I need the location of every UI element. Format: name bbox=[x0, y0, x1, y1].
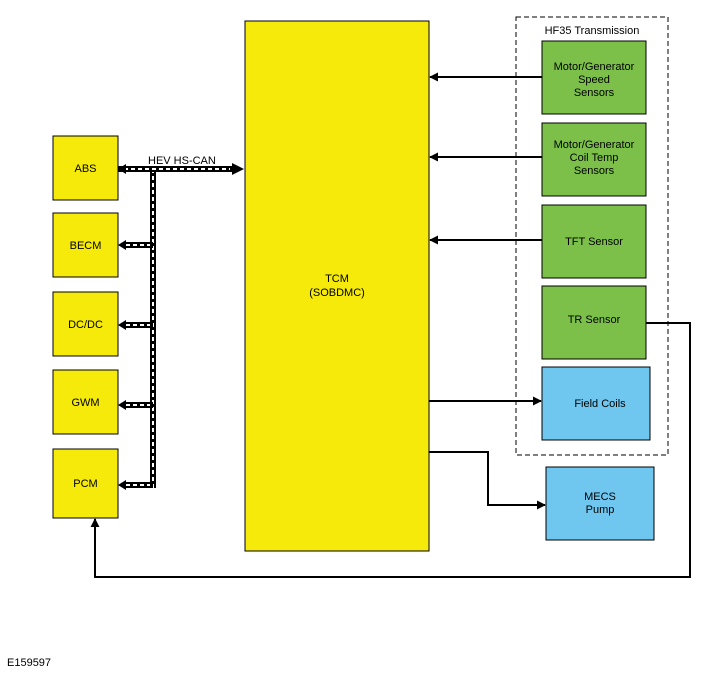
tr-sensor-label: TR Sensor bbox=[568, 314, 621, 326]
becm-module-label: BECM bbox=[70, 240, 102, 252]
can-arrow-to-tcm bbox=[232, 163, 244, 175]
dcdc-module-label: DC/DC bbox=[68, 319, 103, 331]
mecs-pump-label-1: MECS bbox=[584, 491, 616, 503]
tft-sensor-label: TFT Sensor bbox=[565, 236, 623, 248]
tr-sensor-to-pcm bbox=[90, 322, 691, 578]
field-coils-label: Field Coils bbox=[574, 398, 626, 410]
becm-module-box bbox=[52, 212, 119, 278]
coil-temp-sensor-label-1: Motor/Generator bbox=[554, 139, 635, 151]
can-bus-label: HEV HS-CAN bbox=[148, 155, 216, 167]
coil-temp-sensor-label-2: Coil Temp bbox=[570, 152, 619, 164]
figure-id: E159597 bbox=[7, 657, 51, 669]
abs-module-box bbox=[52, 135, 119, 201]
mecs-pump-command bbox=[429, 451, 546, 510]
tr-sensor-box bbox=[541, 285, 647, 360]
transmission-title: HF35 Transmission bbox=[545, 25, 640, 37]
tcm-sublabel: (SOBDMC) bbox=[309, 287, 365, 299]
coil-temp-sensor-label-3: Sensors bbox=[574, 165, 615, 177]
mecs-pump-label-2: Pump bbox=[586, 504, 615, 516]
pcm-module-box bbox=[52, 448, 119, 519]
transmission-enclosure bbox=[515, 16, 669, 456]
field-coils-box bbox=[541, 366, 651, 441]
can-arrow-to-gwm bbox=[118, 400, 126, 410]
mecs-pump-box bbox=[545, 466, 655, 541]
can-arrow-to-pcm bbox=[118, 480, 126, 490]
speed-sensor-label-3: Sensors bbox=[574, 87, 615, 99]
gwm-module-box bbox=[52, 369, 119, 435]
pcm-module-label: PCM bbox=[73, 478, 97, 490]
speed-sensor-box bbox=[541, 40, 647, 115]
abs-module-label: ABS bbox=[74, 163, 96, 175]
speed-sensor-label-1: Motor/Generator bbox=[554, 61, 635, 73]
can-arrow-to-becm bbox=[118, 240, 126, 250]
tcm-label: TCM bbox=[325, 273, 349, 285]
coil-temp-sensor-box bbox=[541, 122, 647, 197]
can-arrow-to-abs bbox=[118, 164, 126, 174]
tft-sensor-box bbox=[541, 204, 647, 279]
can-arrow-to-dcdc bbox=[118, 320, 126, 330]
dcdc-module-box bbox=[52, 291, 119, 357]
gwm-module-label: GWM bbox=[71, 397, 99, 409]
tcm-box bbox=[244, 20, 430, 552]
speed-sensor-label-2: Speed bbox=[578, 74, 610, 86]
